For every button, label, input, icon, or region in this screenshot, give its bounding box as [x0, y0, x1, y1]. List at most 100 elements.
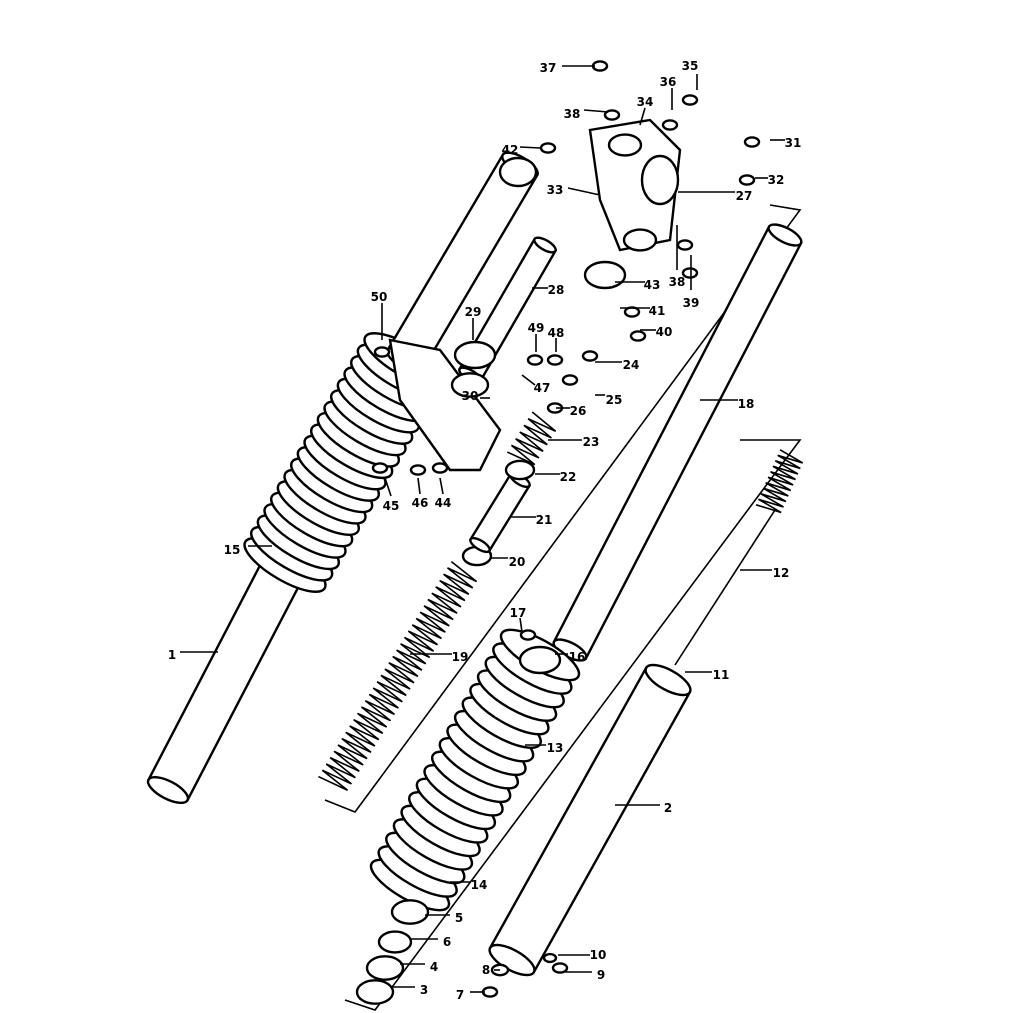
small-part [603, 109, 621, 121]
part-label-46: 46 [412, 496, 429, 510]
small-part [539, 142, 557, 154]
part-label-38: 38 [669, 275, 686, 289]
fork-spring [318, 560, 478, 791]
small-part [371, 462, 389, 474]
part-label-32: 32 [768, 173, 785, 187]
part-label-19: 19 [452, 650, 469, 664]
leader-line [417, 477, 421, 495]
spacer-21-end [469, 536, 491, 554]
part-label-44: 44 [435, 496, 452, 510]
part-label-40: 40 [656, 325, 673, 339]
part-label-49: 49 [528, 321, 545, 335]
part-label-6: 6 [443, 935, 451, 949]
small-part [629, 330, 647, 342]
small-part [676, 239, 694, 251]
bracket-seal-2 [450, 372, 490, 398]
part-label-28: 28 [548, 283, 565, 297]
small-part [431, 462, 449, 474]
part-label-25: 25 [606, 393, 623, 407]
part-label-50: 50 [371, 290, 388, 304]
part-label-13: 13 [547, 741, 564, 755]
cap-27 [640, 154, 680, 206]
part-label-3: 3 [420, 983, 428, 997]
small-part [409, 464, 427, 476]
leader-lines [180, 65, 785, 993]
part-label-2: 2 [664, 801, 672, 815]
part-label-38: 38 [564, 107, 581, 121]
leader-line [583, 109, 609, 113]
washer-10 [542, 952, 558, 964]
lower-leg-right-top [644, 663, 692, 697]
bracket-seal [453, 340, 497, 370]
part-label-26: 26 [570, 404, 587, 418]
leader-line [384, 477, 392, 497]
small-part [661, 119, 679, 131]
clamp-bottom [622, 228, 658, 252]
part-label-14: 14 [471, 878, 488, 892]
part-label-39: 39 [683, 296, 700, 310]
rebound-spring [755, 449, 804, 514]
part-label-34: 34 [637, 95, 654, 109]
lower-leg-left [146, 550, 307, 805]
part-label-45: 45 [383, 499, 400, 513]
small-part [373, 346, 391, 358]
part-label-10: 10 [590, 948, 607, 962]
part-label-42: 42 [502, 143, 519, 157]
small-part [561, 374, 579, 386]
clip-16 [518, 645, 562, 675]
under-bracket [388, 338, 502, 472]
part-labels: 37 35 36 38 34 31 42 32 33 27 28 43 38 39 41 40 24 25 26 2 9… [168, 59, 802, 1002]
parts-layer [146, 60, 804, 1011]
part-label-48: 48 [548, 326, 565, 340]
part-label-24: 24 [623, 358, 640, 372]
small-part [623, 306, 641, 318]
clamp-top [607, 133, 643, 157]
part-label-16: 16 [569, 650, 586, 664]
small-part [546, 354, 564, 366]
part-label-12: 12 [773, 566, 790, 580]
leader-line [519, 617, 523, 633]
lower-leg-left-end [146, 775, 190, 805]
part-label-11: 11 [713, 668, 730, 682]
part-label-15: 15 [224, 543, 241, 557]
leader-line [519, 146, 541, 149]
rod-12 [674, 509, 776, 666]
part-label-1: 1 [168, 648, 176, 662]
leader-line [439, 477, 444, 495]
part-label-5: 5 [455, 911, 463, 925]
part-label-23: 23 [583, 435, 600, 449]
spacer-21 [468, 471, 532, 554]
part-5 [390, 899, 430, 925]
ring-22 [504, 459, 536, 481]
part-label-37: 37 [540, 61, 557, 75]
small-part [526, 354, 544, 366]
part-label-9: 9 [597, 968, 605, 982]
small-part [591, 60, 609, 72]
part-label-33: 33 [547, 183, 564, 197]
part-6 [377, 930, 413, 954]
clamp-43 [583, 260, 627, 290]
cap-left [498, 156, 538, 188]
part-label-7: 7 [456, 988, 464, 1002]
part-label-18: 18 [738, 397, 755, 411]
part-label-31: 31 [785, 136, 802, 150]
seat-23 [506, 411, 557, 466]
inner-tube-right [552, 223, 803, 662]
inner-tube-right-top [767, 223, 803, 247]
part-label-17: 17 [510, 606, 527, 620]
part-label-35: 35 [682, 59, 699, 73]
leader-line [567, 187, 601, 196]
part-label-22: 22 [560, 470, 577, 484]
part-label-41: 41 [649, 304, 666, 318]
part-label-4: 4 [430, 960, 438, 974]
leader-line [521, 374, 536, 386]
part-label-36: 36 [660, 75, 677, 89]
part-label-27: 27 [736, 189, 753, 203]
part-label-47: 47 [534, 381, 551, 395]
frame-damper [344, 439, 802, 1011]
small-part [681, 94, 699, 106]
part-label-20: 20 [509, 555, 526, 569]
inner-tube-left-body [386, 153, 539, 372]
small-part [551, 962, 569, 974]
